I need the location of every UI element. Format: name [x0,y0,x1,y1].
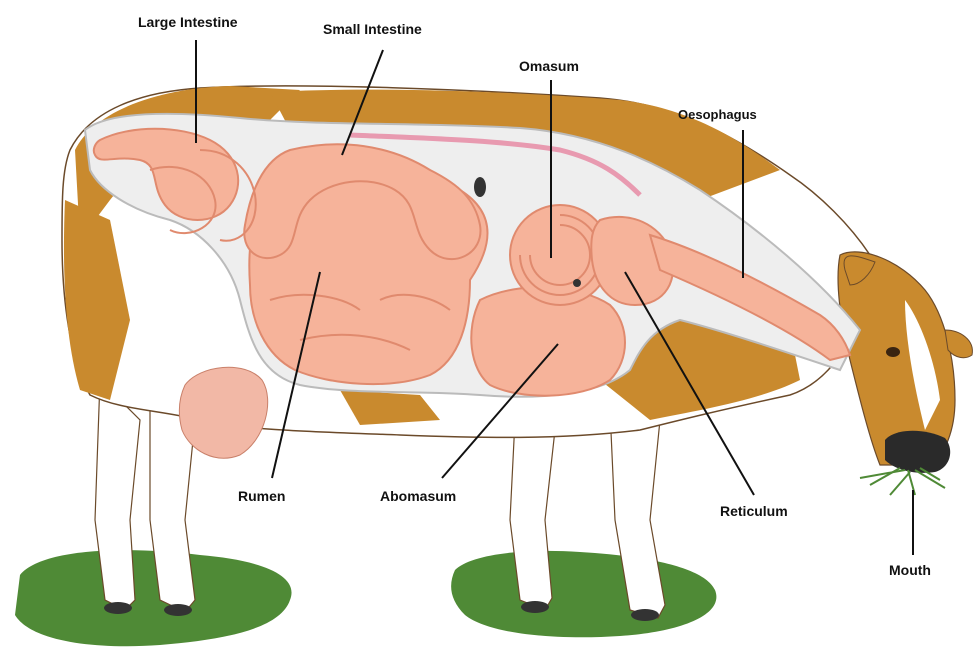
hoof-3 [521,601,549,613]
nose-muzzle [885,431,950,473]
omasum-opening [573,279,581,287]
label-abomasum: Abomasum [380,488,456,504]
label-omasum: Omasum [519,58,579,74]
hoof-2 [164,604,192,616]
hoof-4 [631,609,659,621]
label-reticulum: Reticulum [720,503,788,519]
caecum-dark-spot [474,177,486,197]
cow-head [838,252,972,473]
grass-patch-left [15,550,292,646]
label-rumen: Rumen [238,488,285,504]
label-large-intestine: Large Intestine [138,14,238,30]
label-oesophagus: Oesophagus [678,107,757,122]
label-small-intestine: Small Intestine [323,21,422,37]
udder [179,367,267,458]
grass-patch-right [451,551,716,637]
hoof-1 [104,602,132,614]
eye [886,347,900,357]
label-mouth: Mouth [889,562,931,578]
hind-leg-back [95,380,140,610]
